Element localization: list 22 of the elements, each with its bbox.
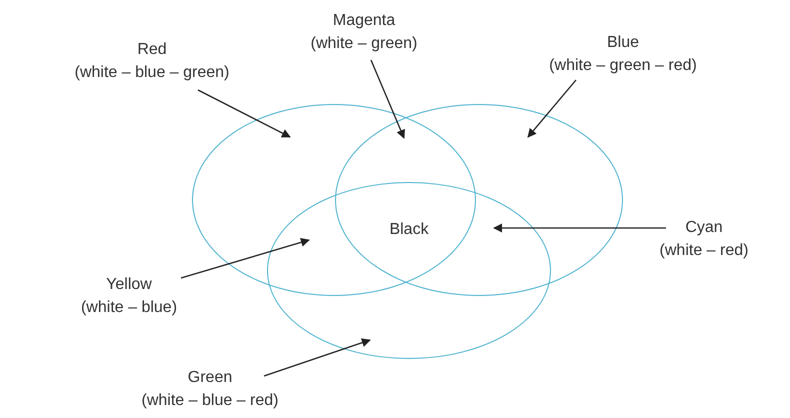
region-label: Black xyxy=(389,221,429,239)
leader-arrow xyxy=(198,89,291,138)
color-formula: (white – blue – green) xyxy=(74,63,230,83)
leader-arrow xyxy=(180,238,310,279)
leader-arrow xyxy=(493,224,666,232)
color-formula: (white – blue) xyxy=(80,298,178,318)
color-name: Yellow xyxy=(106,275,152,295)
color-formula: (white – green) xyxy=(310,34,418,54)
color-name: Magenta xyxy=(332,11,396,31)
color-name: Green xyxy=(188,368,232,388)
leader-arrow xyxy=(527,80,576,138)
color-formula: (white – blue – red) xyxy=(142,391,278,411)
venn-circle xyxy=(267,182,551,359)
venn-circle xyxy=(192,104,476,296)
color-name: Blue xyxy=(606,33,639,53)
venn-circle xyxy=(335,104,623,296)
leader-arrow xyxy=(370,60,405,139)
color-formula: (white – green – red) xyxy=(549,56,697,76)
color-formula: (white – red) xyxy=(660,241,748,261)
color-name: Cyan xyxy=(685,218,723,238)
leader-arrow xyxy=(264,338,371,377)
color-name: Red xyxy=(137,40,167,60)
